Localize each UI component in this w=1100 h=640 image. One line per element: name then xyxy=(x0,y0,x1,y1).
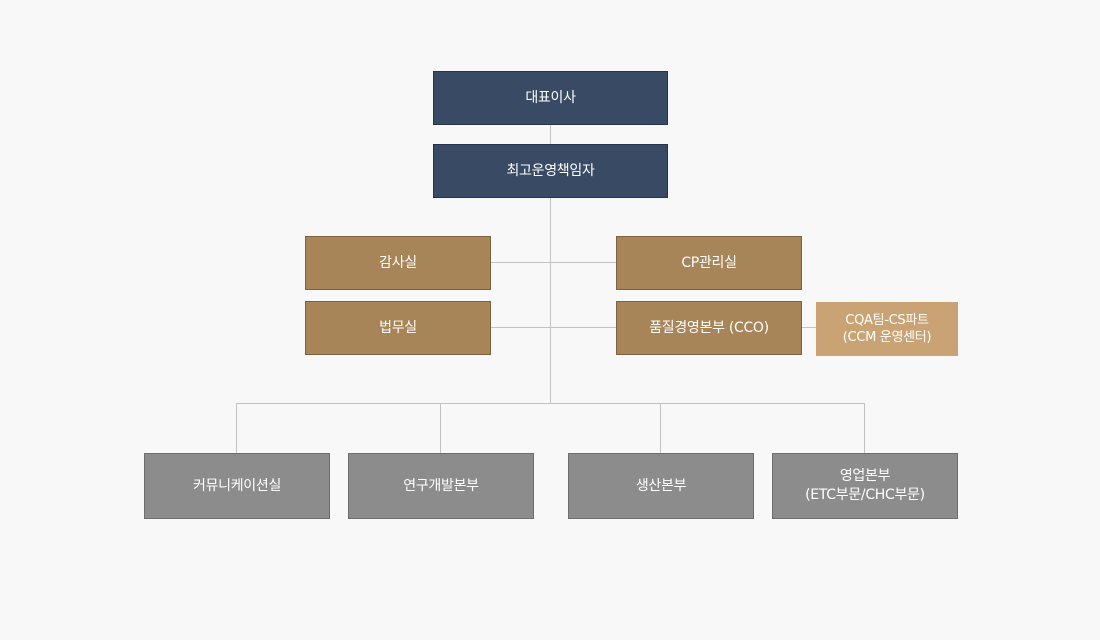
quality-division-box: 품질경영본부 (CCO) xyxy=(616,301,802,355)
connector-division-4 xyxy=(864,403,865,453)
connector-legal-quality xyxy=(491,327,616,328)
coo-label: 최고운영책임자 xyxy=(506,162,595,179)
cp-office-box: CP관리실 xyxy=(616,236,802,290)
cp-office-label: CP관리실 xyxy=(681,254,737,271)
connector-division-3 xyxy=(660,403,661,453)
connector-division-2 xyxy=(440,403,441,453)
sales-division-label: 영업본부 (ETC부문/CHC부문) xyxy=(805,468,925,503)
quality-division-label: 품질경영본부 (CCO) xyxy=(649,319,769,336)
connector-trunk xyxy=(550,197,551,403)
communication-office-box: 커뮤니케이션실 xyxy=(144,453,330,519)
production-division-box: 생산본부 xyxy=(568,453,754,519)
connector-audit-cp xyxy=(491,262,616,263)
connector-division-1 xyxy=(236,403,237,453)
cqa-team-label: CQA팀-CS파트 (CCM 운영센터) xyxy=(842,313,932,345)
legal-office-label: 법무실 xyxy=(379,319,417,336)
communication-office-label: 커뮤니케이션실 xyxy=(192,477,282,494)
rnd-division-label: 연구개발본부 xyxy=(403,477,479,494)
production-division-label: 생산본부 xyxy=(635,477,687,494)
ceo-box: 대표이사 xyxy=(433,71,668,125)
coo-box: 최고운영책임자 xyxy=(433,144,668,198)
audit-office-label: 감사실 xyxy=(379,254,417,271)
audit-office-box: 감사실 xyxy=(305,236,491,290)
connector-ceo-coo xyxy=(550,125,551,144)
cqa-team-box: CQA팀-CS파트 (CCM 운영센터) xyxy=(816,302,958,356)
rnd-division-box: 연구개발본부 xyxy=(348,453,534,519)
connector-quality-cqa xyxy=(802,327,816,328)
legal-office-box: 법무실 xyxy=(305,301,491,355)
ceo-label: 대표이사 xyxy=(525,89,576,106)
connector-divisions-horizontal xyxy=(236,403,865,404)
sales-division-box: 영업본부 (ETC부문/CHC부문) xyxy=(772,453,958,519)
